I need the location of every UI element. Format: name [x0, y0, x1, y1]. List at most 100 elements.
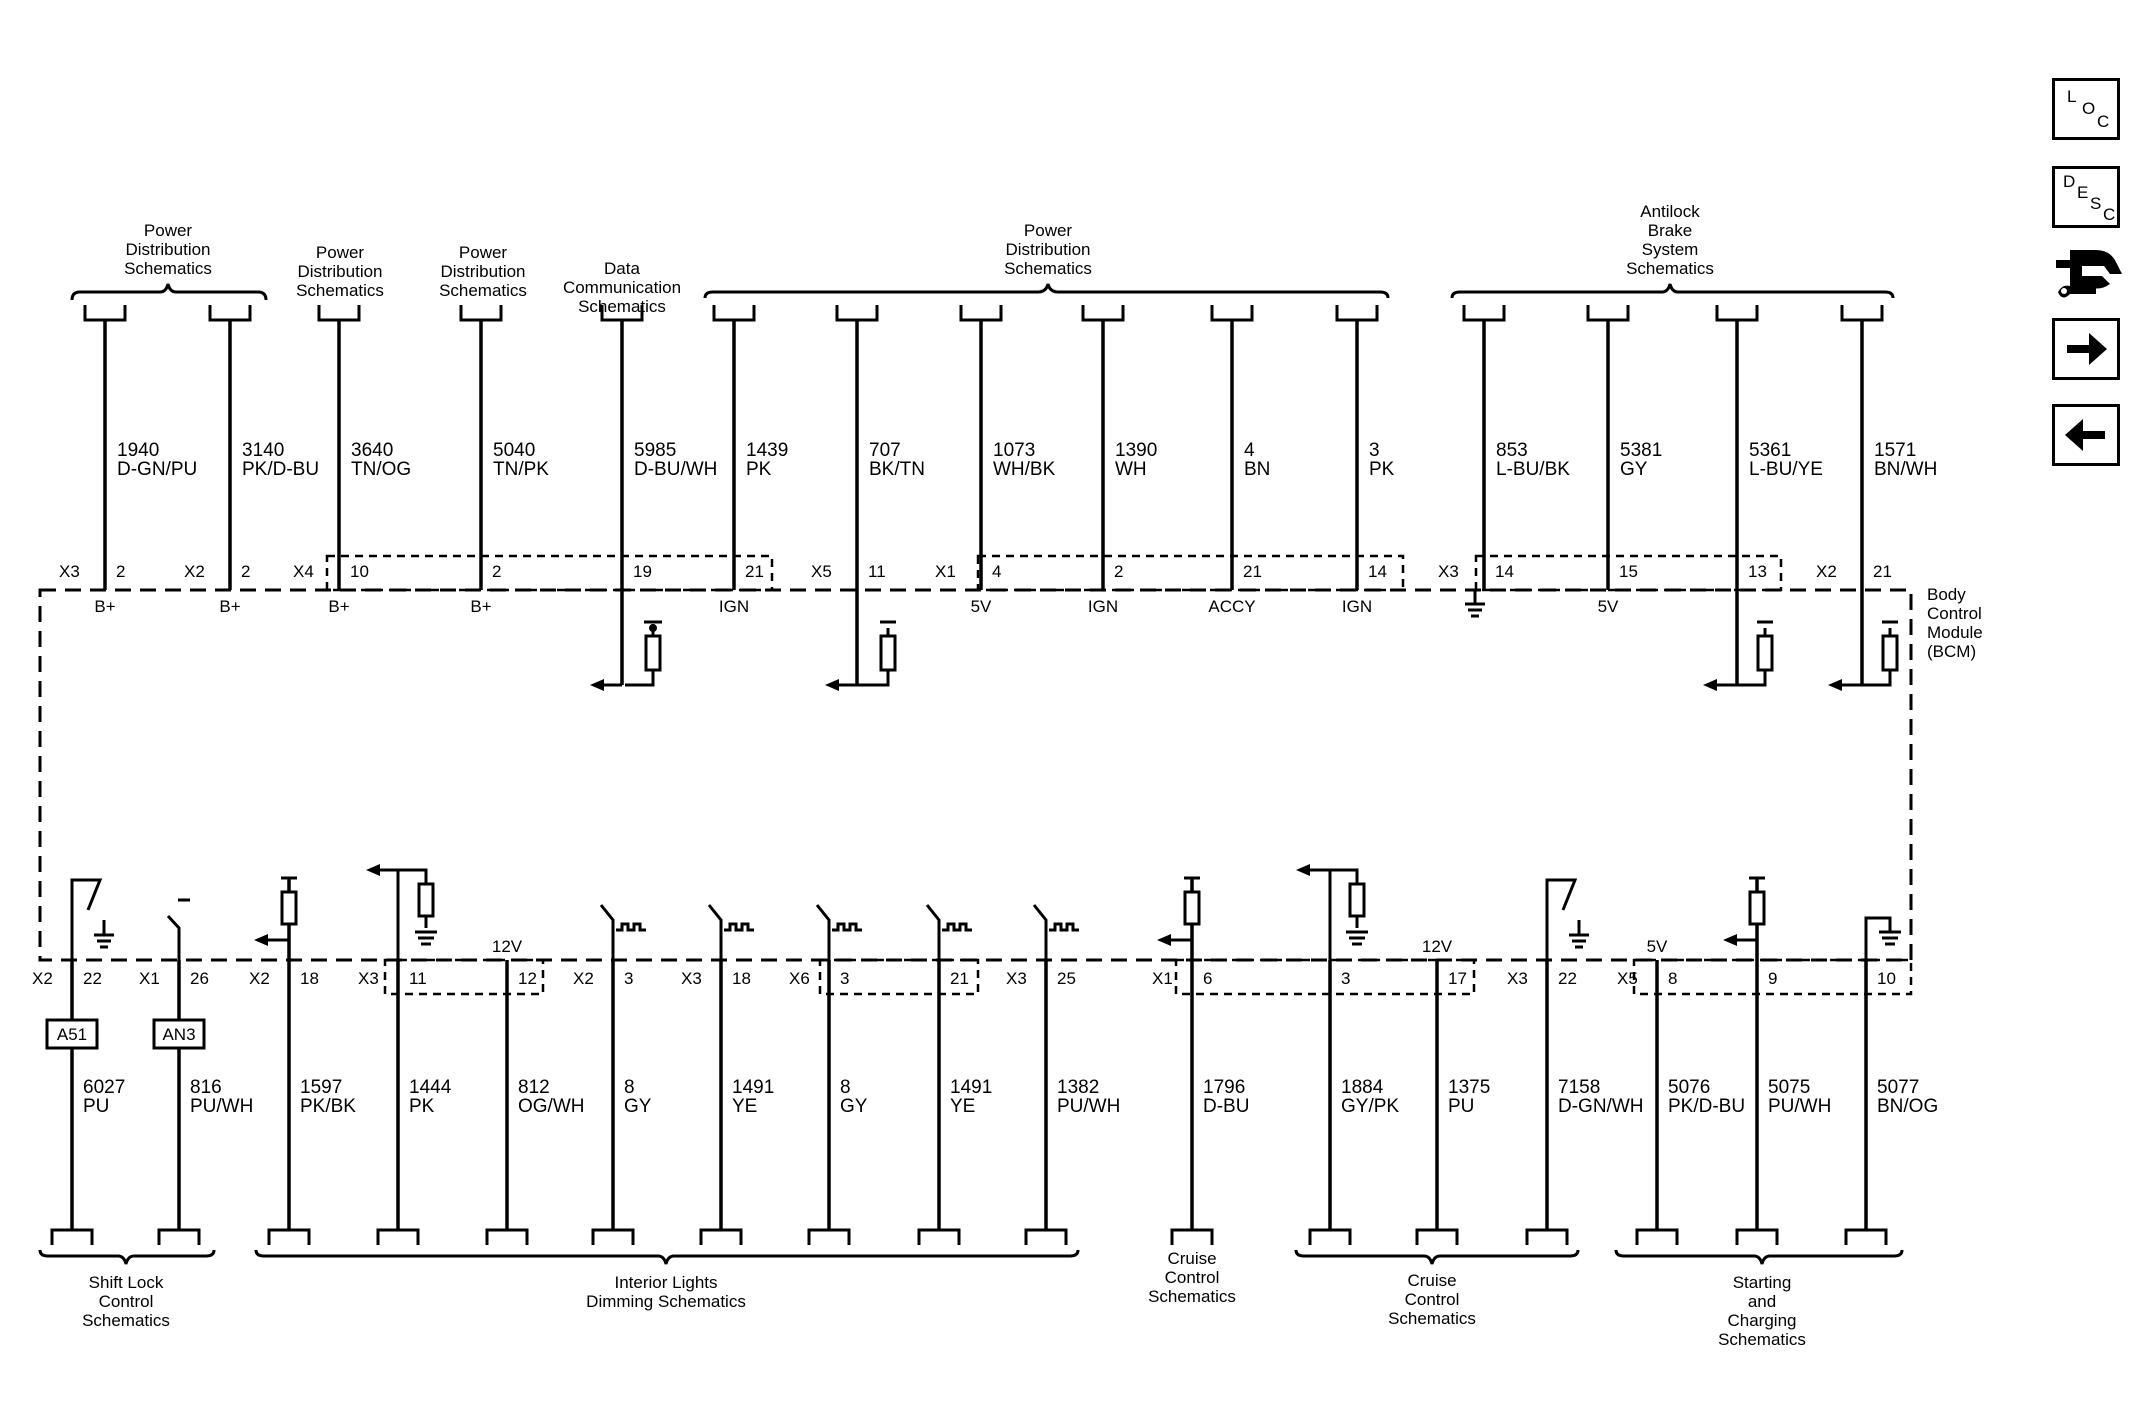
pin-number: 9 [1768, 969, 1777, 988]
pin-number: 2 [241, 562, 250, 581]
signal-arrow-icon [1828, 679, 1842, 691]
circuit-number: 1073 [993, 440, 1035, 461]
arrow-right-icon[interactable] [2052, 318, 2120, 380]
circuit-number: 5381 [1620, 440, 1662, 461]
pin-number: 14 [1495, 562, 1514, 581]
pullup-resistor-icon [1737, 620, 1774, 687]
group-label: Schematics [1148, 1287, 1236, 1306]
terminal-icon [1735, 1228, 1779, 1245]
pin-number: 6 [1203, 969, 1212, 988]
pin-number: 21 [950, 969, 969, 988]
signal-arrow-icon [1703, 679, 1717, 691]
pin-number: 21 [1873, 562, 1892, 581]
pin-number: 11 [409, 969, 427, 988]
pulse-switch-icon [1032, 904, 1079, 960]
inline-component-label: AN3 [162, 1025, 195, 1044]
pin-number: 2 [116, 562, 125, 581]
group-label: Communication [563, 278, 681, 297]
pin-number: 8 [1668, 969, 1677, 988]
group-label: Cruise [1167, 1249, 1216, 1268]
wire-color: L-BU/BK [1496, 459, 1570, 480]
bcm-module-outline [38, 588, 1913, 962]
connector-id: X2 [184, 562, 205, 581]
top-group-brackets [70, 283, 1895, 301]
group-label: Distribution [1005, 240, 1090, 259]
connector-id: X3 [1006, 969, 1027, 988]
wire-color: PK [409, 1096, 435, 1117]
signal-arrow-icon [1296, 864, 1310, 876]
circuit-number: 3640 [351, 440, 393, 461]
pin-number: 15 [1619, 562, 1638, 581]
terminal-icon [1635, 1228, 1679, 1245]
wire-color: GY [624, 1096, 652, 1117]
group-label: Control [99, 1292, 154, 1311]
group-label: Data [604, 259, 640, 278]
group-label: Cruise [1407, 1271, 1456, 1290]
pin-number: 13 [1748, 562, 1767, 581]
pin-function: B+ [94, 597, 115, 616]
pin-number: 26 [190, 969, 209, 988]
circuit-number: 1796 [1203, 1077, 1245, 1098]
loc-icon[interactable]: L O C [2052, 78, 2120, 140]
wire-color: TN/OG [351, 459, 411, 480]
circuit-number: 1940 [117, 440, 159, 461]
group-label: Power [459, 243, 508, 262]
circuit-number: 1491 [950, 1077, 992, 1098]
group-label: Control [1405, 1290, 1460, 1309]
terminal-icon [1840, 305, 1884, 322]
pin-number: 10 [1877, 969, 1896, 988]
switch-icon [166, 898, 190, 960]
terminal-icon [376, 1228, 420, 1245]
circuit-number: 8 [840, 1077, 851, 1098]
arrow-left-icon[interactable] [2052, 404, 2120, 466]
terminal-icon [917, 1228, 961, 1245]
wire-color: BK/TN [869, 459, 925, 480]
wire-color: BN/OG [1877, 1096, 1938, 1117]
pin-number: 22 [83, 969, 102, 988]
group-label: Schematics [1718, 1330, 1806, 1349]
wire-color: YE [950, 1096, 975, 1117]
circuit-number: 853 [1496, 440, 1528, 461]
loc-letter: C [2097, 112, 2110, 131]
wire-color: BN/WH [1874, 459, 1937, 480]
pin-number: 22 [1558, 969, 1577, 988]
group-label: Schematics [124, 259, 212, 278]
group-label: Schematics [1004, 259, 1092, 278]
connector-id: X3 [358, 969, 379, 988]
pin-number: 19 [633, 562, 652, 581]
bottom-connector-boxes [383, 958, 1913, 996]
circuit-number: 816 [190, 1077, 222, 1098]
circuit-number: 3140 [242, 440, 284, 461]
group-label: Power [316, 243, 365, 262]
group-label: Schematics [1626, 259, 1714, 278]
pin-function: IGN [1342, 597, 1372, 616]
pin-number: 2 [1114, 562, 1123, 581]
connector-wrench-icon[interactable] [2052, 244, 2124, 308]
terminal-icon [959, 305, 1003, 322]
circuit-number: 707 [869, 440, 901, 461]
circuit-number: 5076 [1668, 1077, 1710, 1098]
circuit-number: 5075 [1768, 1077, 1810, 1098]
circuit-number: 1390 [1115, 440, 1157, 461]
pin-number: 10 [350, 562, 369, 581]
pin-function: 5V [1647, 937, 1668, 956]
pullup-resistor-icon [625, 620, 662, 687]
group-label: Antilock [1640, 202, 1700, 221]
wire-color: GY [840, 1096, 868, 1117]
circuit-number: 1382 [1057, 1077, 1099, 1098]
wire-color: PU/WH [190, 1096, 253, 1117]
group-label: Schematics [82, 1311, 170, 1330]
wire-color: TN/PK [493, 459, 549, 480]
pulse-switch-icon [925, 904, 972, 960]
desc-icon[interactable]: D E S C [2052, 166, 2120, 228]
circuit-number: 1439 [746, 440, 788, 461]
pin-function: 5V [1598, 597, 1619, 616]
group-label: Starting [1733, 1273, 1792, 1292]
